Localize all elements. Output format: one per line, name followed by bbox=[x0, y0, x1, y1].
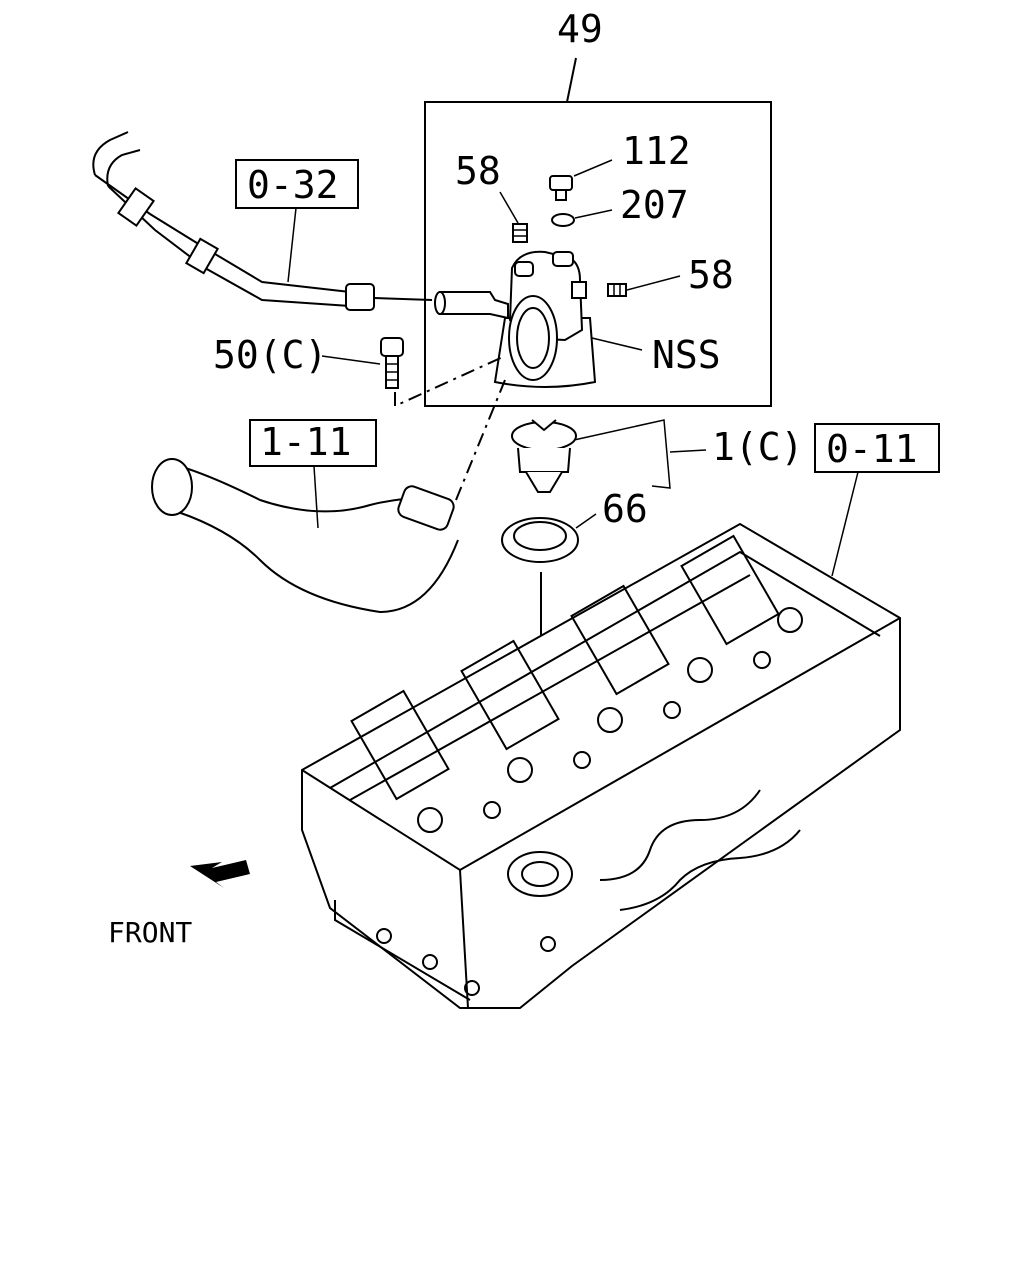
bypass-hose-icon bbox=[92, 131, 433, 311]
ref-cylinder-head[interactable]: 0-11 bbox=[826, 427, 918, 471]
plug-58-left-icon bbox=[512, 223, 528, 243]
bolt-50c-icon bbox=[380, 337, 404, 389]
gasket-207-icon bbox=[551, 213, 575, 227]
callout-bolt-top[interactable]: 112 bbox=[622, 129, 691, 173]
cylinder-head-icon bbox=[301, 522, 901, 1009]
callout-ring[interactable]: 66 bbox=[602, 487, 648, 531]
ring-66-icon bbox=[501, 517, 579, 563]
radiator-hose-icon bbox=[151, 458, 459, 614]
ref-upper-hose[interactable]: 0-32 bbox=[247, 163, 339, 207]
ref-lower-hose[interactable]: 1-11 bbox=[260, 420, 352, 464]
thermostat-housing-icon bbox=[434, 250, 597, 388]
front-arrow-icon bbox=[190, 860, 250, 888]
callout-assembly[interactable]: 49 bbox=[557, 7, 603, 51]
callout-bolt-left[interactable]: 50(C) bbox=[213, 333, 327, 377]
callout-plug-left[interactable]: 58 bbox=[455, 149, 501, 193]
ref-box-cylinder-head bbox=[814, 423, 940, 473]
plug-58-right-icon bbox=[607, 283, 627, 297]
ref-box-lower-hose bbox=[249, 419, 377, 467]
callout-thermostat[interactable]: 1(C) bbox=[712, 425, 804, 469]
callout-gasket[interactable]: 207 bbox=[620, 183, 689, 227]
bolt-112-icon bbox=[549, 175, 573, 201]
thermostat-icon bbox=[511, 419, 577, 493]
assembly-box bbox=[424, 101, 772, 407]
callout-housing[interactable]: NSS bbox=[652, 333, 721, 377]
callout-plug-right[interactable]: 58 bbox=[688, 253, 734, 297]
direction-label: FRONT bbox=[108, 916, 192, 949]
ref-box-upper-hose bbox=[235, 159, 359, 209]
